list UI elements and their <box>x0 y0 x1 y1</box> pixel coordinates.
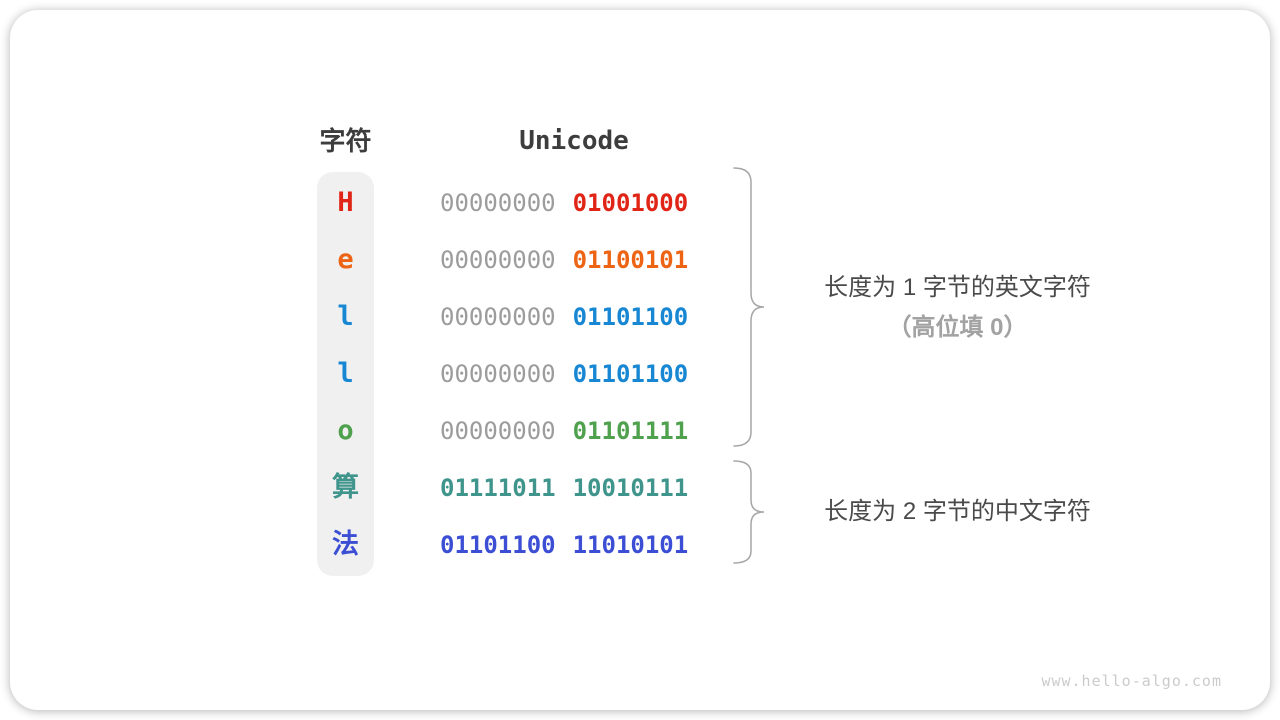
column-header-char: 字符 <box>319 126 372 156</box>
low-byte: 01101111 <box>572 416 689 445</box>
character-cell: 法 <box>332 529 359 560</box>
character-cell: o <box>337 415 354 446</box>
high-byte: 01111011 <box>440 473 556 502</box>
low-byte: 01101100 <box>572 359 689 388</box>
unicode-bytes: 00000000 01101100 <box>440 288 688 345</box>
character-cell: 算 <box>332 472 359 503</box>
character-cell: e <box>337 244 354 275</box>
high-byte: 01101100 <box>440 530 556 559</box>
low-byte: 10010111 <box>572 473 689 502</box>
character-column-background <box>317 172 374 576</box>
unicode-bytes: 00000000 01101111 <box>440 402 688 459</box>
character-cell: H <box>337 187 354 218</box>
character-cell: l <box>337 301 354 332</box>
low-byte: 01100101 <box>572 245 689 274</box>
low-byte: 01001000 <box>572 188 689 217</box>
table-row: 算 01111011 10010111 <box>10 459 1270 516</box>
character-cell: l <box>337 358 354 389</box>
table-row: e 00000000 01100101 <box>10 231 1270 288</box>
unicode-bytes: 01111011 10010111 <box>440 459 688 516</box>
high-byte: 00000000 <box>440 302 556 331</box>
column-header-unicode: Unicode <box>519 126 629 156</box>
high-byte: 00000000 <box>440 188 556 217</box>
watermark: www.hello-algo.com <box>1041 672 1222 690</box>
high-byte: 00000000 <box>440 416 556 445</box>
unicode-bytes: 01101100 11010101 <box>440 516 688 573</box>
unicode-bytes: 00000000 01100101 <box>440 231 688 288</box>
table-row: l 00000000 01101100 <box>10 345 1270 402</box>
brace-one-byte-group-icon <box>733 167 765 447</box>
table-row: o 00000000 01101111 <box>10 402 1270 459</box>
unicode-bytes: 00000000 01001000 <box>440 174 688 231</box>
brace-two-byte-group-icon <box>733 460 765 564</box>
table-row: H 00000000 01001000 <box>10 174 1270 231</box>
annotation-group-1-line-2: （高位填 0） <box>887 314 1028 341</box>
table-row: 法 01101100 11010101 <box>10 516 1270 573</box>
annotation-group-1: 长度为 1 字节的英文字符 （高位填 0） <box>785 268 1130 348</box>
low-byte: 11010101 <box>572 530 689 559</box>
annotation-group-1-line-1: 长度为 1 字节的英文字符 <box>824 274 1091 301</box>
high-byte: 00000000 <box>440 245 556 274</box>
table-row: l 00000000 01101100 <box>10 288 1270 345</box>
unicode-bytes: 00000000 01101100 <box>440 345 688 402</box>
low-byte: 01101100 <box>572 302 689 331</box>
high-byte: 00000000 <box>440 359 556 388</box>
annotation-group-2: 长度为 2 字节的中文字符 <box>824 498 1091 525</box>
diagram-card: 字符 Unicode H 00000000 01001000 e 0000000… <box>10 10 1270 710</box>
